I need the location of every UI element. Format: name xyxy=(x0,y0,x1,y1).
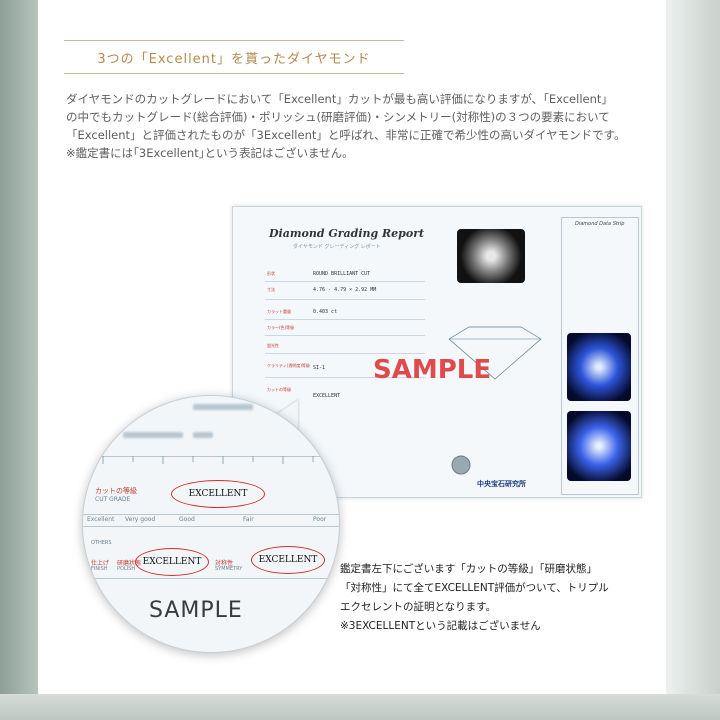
scale-excellent: Excellent xyxy=(87,516,115,523)
row-rule xyxy=(265,377,425,378)
data-strip xyxy=(561,217,639,495)
description-line: 「Excellent」と評価されたものが「3Excellent」と呼ばれ、非常に… xyxy=(66,128,626,142)
cut-grade-en: CUT GRADE xyxy=(95,496,131,503)
row-label: 寸法 xyxy=(267,287,275,292)
finish-label: 仕上げ xyxy=(91,560,110,567)
scale-line xyxy=(83,526,339,527)
polish-en: POLISH xyxy=(117,566,136,572)
row-label: クラリティ(透明度)等級 xyxy=(267,363,310,368)
blurred-text xyxy=(123,432,183,438)
caption-line: 「対称性」にて全てEXCELLENT評価がついて、トリプル xyxy=(340,582,609,594)
caption: 鑑定書左下にございます「カットの等級」「研磨状態」 「対称性」にて全てEXCEL… xyxy=(340,560,670,636)
scale-very-good: Very good xyxy=(125,516,156,523)
polish-oval: EXCELLENT xyxy=(135,548,209,576)
finish-en: FINISH xyxy=(91,566,108,572)
caption-line: エクセレントの証明となります。 xyxy=(340,601,497,613)
section-title: 3つの「Excellent」を貰ったダイヤモンド xyxy=(97,52,371,67)
caption-note: ※3EXCELLENTという記載はございません xyxy=(340,620,541,632)
symmetry-oval: EXCELLENT xyxy=(251,546,325,574)
shape-value: ROUND BRILLIANT CUT xyxy=(313,271,371,277)
row-rule xyxy=(265,353,425,354)
magnifier-closeup: カットの等級 CUT GRADE EXCELLENT Excellent Ver… xyxy=(82,395,340,653)
heading-top-rule xyxy=(64,40,404,41)
scale-line xyxy=(83,514,339,515)
row-rule xyxy=(265,281,425,282)
row-label: カラー(色)等級 xyxy=(267,325,295,330)
row-rule xyxy=(83,578,339,579)
right-backdrop xyxy=(666,0,720,720)
seal-icon xyxy=(451,455,471,475)
row-rule xyxy=(265,299,425,300)
description-note: ※鑑定書には｢3Excellent｣という表記はございません。 xyxy=(66,146,354,160)
symmetry-en: SYMMETRY xyxy=(215,566,243,572)
report-sample-watermark: SAMPLE xyxy=(373,355,492,385)
heading-bottom-rule xyxy=(64,73,404,74)
description-paragraph: ダイヤモンドのカットグレードにおいて「Excellent」カットが最も高い評価に… xyxy=(66,90,666,162)
report-subtitle: ダイヤモンド グレーディング レポート xyxy=(293,244,381,250)
diamond-photo xyxy=(457,229,525,283)
magnifier-sample-watermark: SAMPLE xyxy=(149,598,243,623)
polish-label: 研磨状態 xyxy=(117,560,142,567)
others-label: OTHERS xyxy=(91,540,112,546)
cut-grade-oval: EXCELLENT xyxy=(171,480,265,508)
row-label: 蛍光性 xyxy=(267,343,279,348)
row-rule xyxy=(265,335,425,336)
left-backdrop xyxy=(0,0,38,720)
carat-value: 0.403 ct xyxy=(313,309,338,315)
symmetry-label: 対称性 xyxy=(215,560,234,567)
row-label: カットの等級 xyxy=(267,387,291,392)
arrows-image xyxy=(567,411,631,481)
section-heading: 3つの「Excellent」を貰ったダイヤモンド xyxy=(64,40,404,74)
scale-good: Good xyxy=(179,516,195,523)
caption-line: 鑑定書左下にございます「カットの等級」「研磨状態」 xyxy=(340,563,598,575)
scale-poor: Poor xyxy=(313,516,327,523)
cut-grade-label: カットの等級 xyxy=(95,487,137,495)
row-label: カラット重量 xyxy=(267,309,291,314)
row-label: 形状 xyxy=(267,271,275,276)
bottom-backdrop xyxy=(0,694,720,720)
blurred-text xyxy=(193,404,253,410)
clarity-value: SI-1 xyxy=(313,365,326,371)
lab-logo: 中央宝石研究所 xyxy=(477,480,526,488)
scale-fair: Fair xyxy=(243,516,254,523)
blurred-text xyxy=(193,432,213,438)
cut-value: EXCELLENT xyxy=(313,393,341,399)
measurements-value: 4.76 - 4.79 × 2.92 MM xyxy=(313,287,377,293)
row-rule xyxy=(265,319,425,320)
proportion-diagram xyxy=(448,326,542,380)
ruler-line xyxy=(83,456,339,457)
description-line: ダイヤモンドのカットグレードにおいて「Excellent」カットが最も高い評価に… xyxy=(66,92,613,106)
description-line: の中でもカットグレード(総合評価)・ポリッシュ(研磨評価)・シンメトリー(対称性… xyxy=(66,110,610,124)
ruler-ticks xyxy=(102,456,314,464)
report-title: Diamond Grading Report xyxy=(269,227,425,240)
hearts-image xyxy=(567,333,631,401)
strip-title: Diamond Data Strip xyxy=(575,221,625,227)
